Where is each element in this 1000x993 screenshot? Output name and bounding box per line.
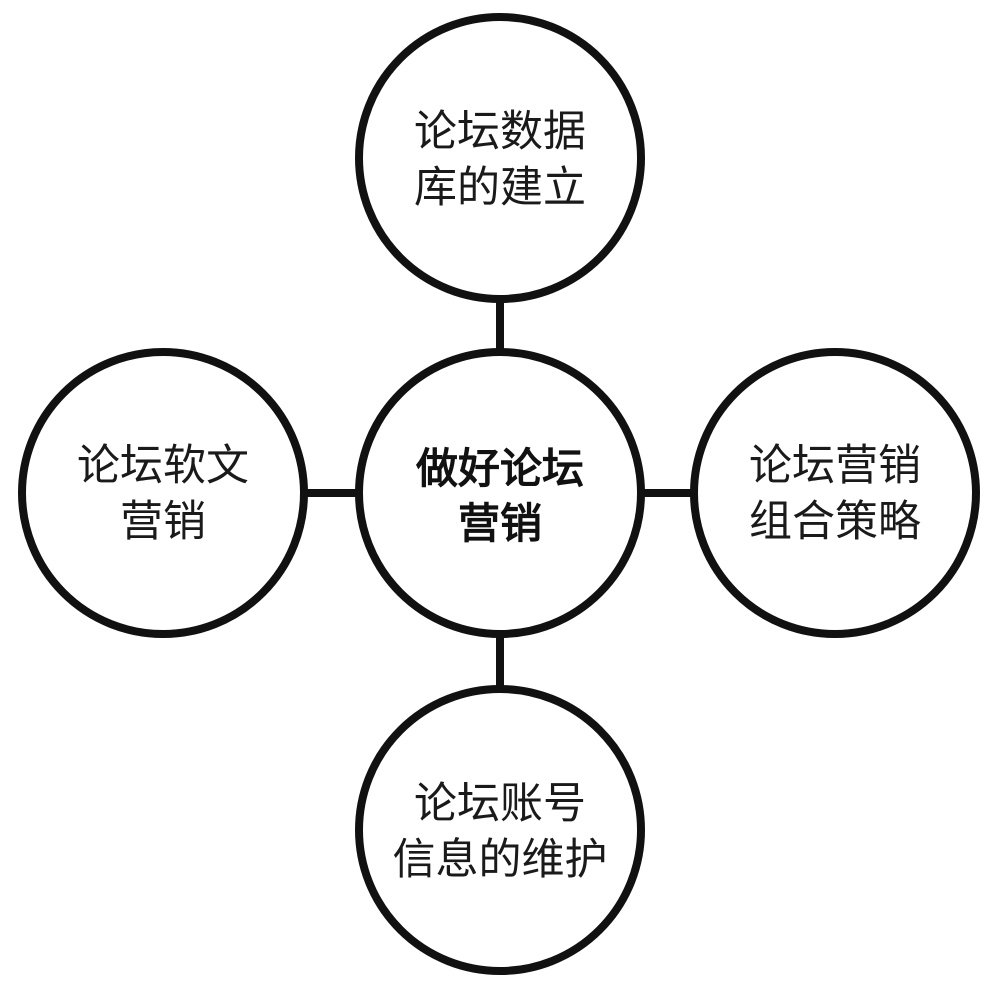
node-right-line-2: 组合策略 [749,497,921,547]
node-center-line-1: 做好论坛 [415,444,584,493]
node-center-circle [355,348,645,638]
node-center: 做好论坛 营销 [355,348,645,638]
node-right-circle [690,348,980,638]
node-left-line-2: 营销 [120,497,206,547]
node-right-line-1: 论坛营销 [749,441,921,491]
node-top-circle [355,13,645,303]
node-right: 论坛营销 组合策略 [690,348,980,638]
node-bottom-line-1: 论坛账号 [414,779,586,829]
node-left-circle [18,348,308,638]
node-top: 论坛数据 库的建立 [355,13,645,303]
node-left: 论坛软文 营销 [18,348,308,638]
node-bottom: 论坛账号 信息的维护 [355,685,645,975]
node-top-line-2: 库的建立 [414,163,586,213]
node-bottom-line-2: 信息的维护 [393,835,608,885]
node-center-line-2: 营销 [458,499,542,548]
node-left-line-1: 论坛软文 [77,441,249,491]
node-bottom-circle [355,685,645,975]
node-top-line-1: 论坛数据 [414,107,586,157]
